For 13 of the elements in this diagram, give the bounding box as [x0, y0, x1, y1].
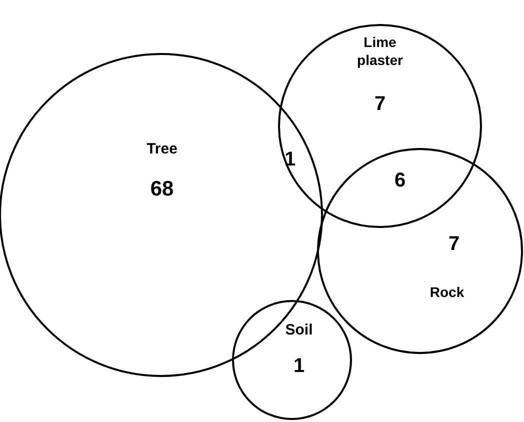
venn-circle	[278, 24, 482, 228]
count-value: 1	[293, 354, 305, 379]
count-value: 7	[374, 92, 386, 117]
venn-circle	[317, 148, 523, 354]
venn-circle	[232, 300, 352, 420]
count-value: 68	[150, 176, 174, 202]
circle-label: Lime plaster	[356, 32, 404, 70]
count-value: 7	[448, 232, 460, 257]
circle-label: Rock	[430, 282, 464, 302]
overlap-count: 6	[394, 170, 406, 192]
venn-circle	[0, 53, 323, 377]
circle-label: Tree	[146, 139, 178, 159]
circle-label: Soil	[285, 320, 313, 340]
